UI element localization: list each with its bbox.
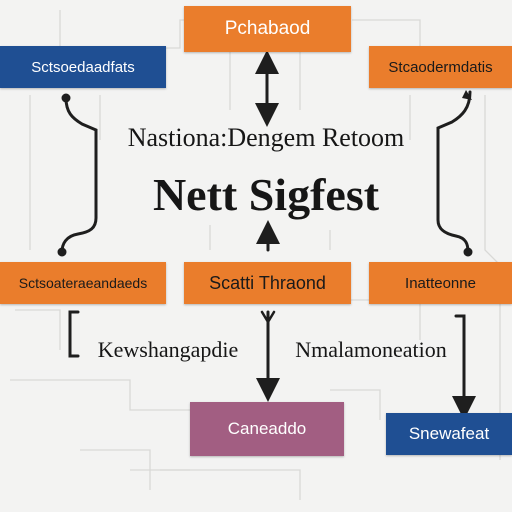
node-mid-left-label: Sctsoateraeandaeds [18, 275, 148, 291]
node-top-right-label: Stcaodermdatis [388, 58, 493, 76]
node-top-left-label: Sctsoedaadfats [31, 58, 135, 76]
arrow-right-bracket [436, 90, 472, 254]
arrow-left-lower [68, 310, 80, 358]
node-top-center-label: Pchabaod [224, 18, 311, 39]
node-top-right[interactable]: Stcaodermdatis [369, 46, 512, 88]
node-top-center[interactable]: Pchabaod [184, 6, 351, 52]
arrow-left-bracket [60, 96, 98, 254]
title-line-1: Nastiona:Dengem Retoom [127, 123, 405, 152]
node-mid-right[interactable]: Inatteonne [369, 262, 512, 304]
node-bottom-center[interactable]: Caneaddo [190, 402, 344, 456]
arrow-right-lower [452, 314, 476, 420]
node-mid-right-label: Inatteonne [405, 274, 476, 292]
label-left: Kewshangapdie [97, 337, 239, 362]
node-mid-center[interactable]: Scatti Thraond [184, 262, 351, 304]
node-mid-left[interactable]: Sctsoateraeandaeds [0, 262, 166, 304]
node-mid-center-label: Scatti Thraond [209, 272, 326, 293]
node-bottom-center-label: Caneaddo [227, 419, 307, 438]
node-top-left[interactable]: Sctsoedaadfats [0, 46, 166, 88]
node-bottom-right-label: Snewafeat [408, 424, 490, 443]
title-line-2: Nett Sigfest [152, 169, 380, 220]
label-right: Nmalamoneation [295, 337, 447, 362]
node-bottom-right[interactable]: Snewafeat [386, 413, 512, 455]
